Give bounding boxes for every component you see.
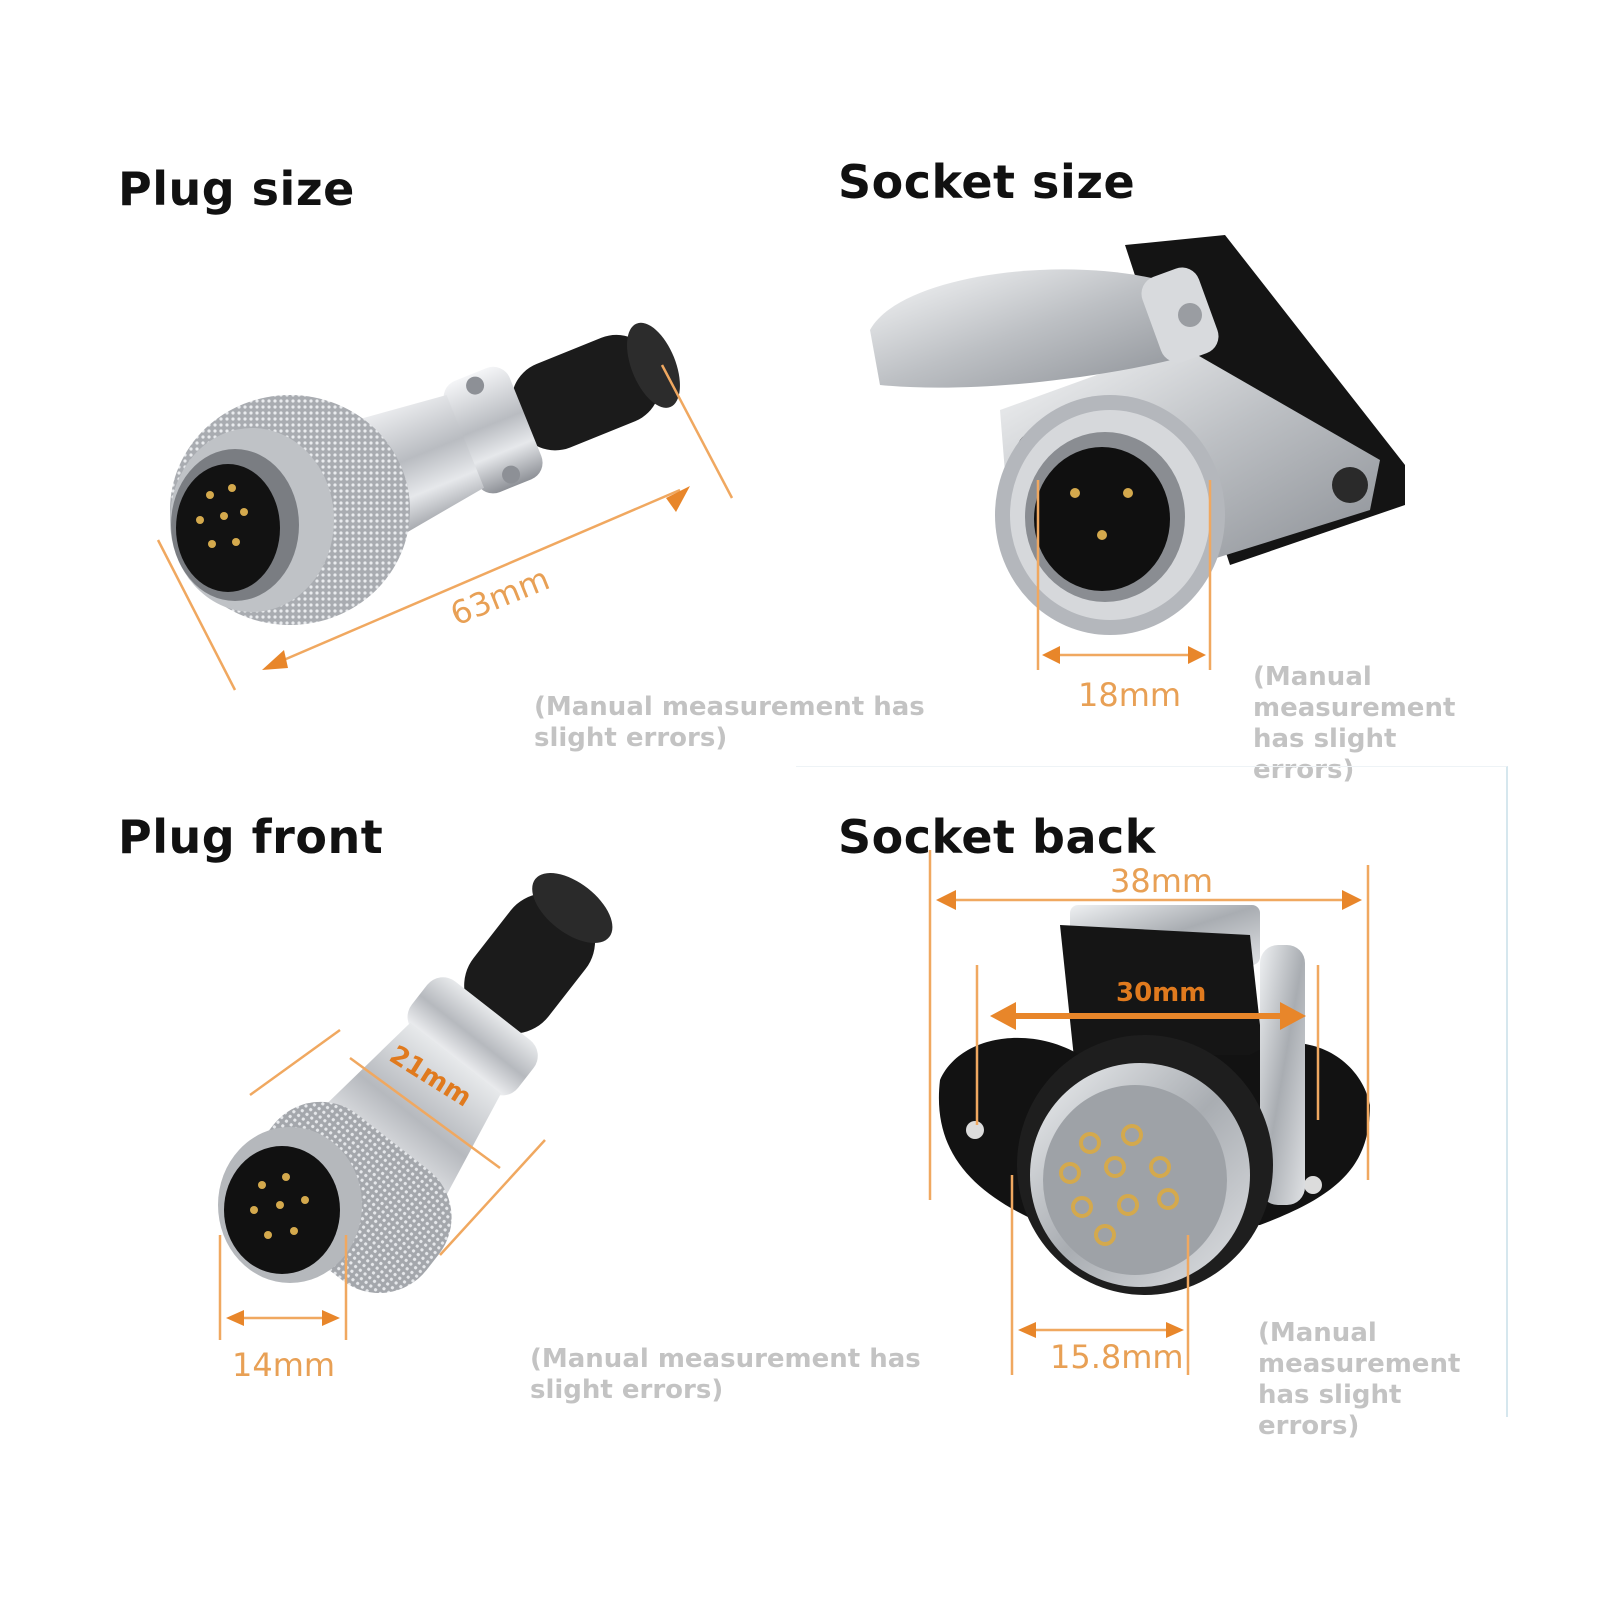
plug-front-note: (Manual measurement has slight errors) xyxy=(530,1344,921,1405)
plug-connector-image xyxy=(218,872,613,1294)
plug-size-title: Plug size xyxy=(118,162,355,216)
plug-front-width-label: 14mm xyxy=(232,1346,336,1384)
plug-size-note: (Manual measurement has slight errors) xyxy=(534,692,925,753)
socket-back-note: (Manual measurement has slight errors) xyxy=(1258,1318,1461,1441)
socket-back-outer-label: 38mm xyxy=(1110,862,1214,900)
plug-connector-image xyxy=(170,322,680,625)
socket-connector-image xyxy=(870,235,1405,635)
socket-back-frame xyxy=(796,766,1508,1417)
plug-front-title: Plug front xyxy=(118,810,384,864)
socket-size-title: Socket size xyxy=(838,155,1136,209)
socket-back-title: Socket back xyxy=(838,810,1156,864)
socket-diameter-label: 18mm xyxy=(1078,676,1182,714)
socket-back-inner-label: 30mm xyxy=(1116,978,1207,1008)
socket-size-note: (Manual measurement has slight errors) xyxy=(1253,662,1456,785)
socket-back-bottom-label: 15.8mm xyxy=(1050,1338,1184,1376)
socket-connector-image xyxy=(938,905,1370,1295)
